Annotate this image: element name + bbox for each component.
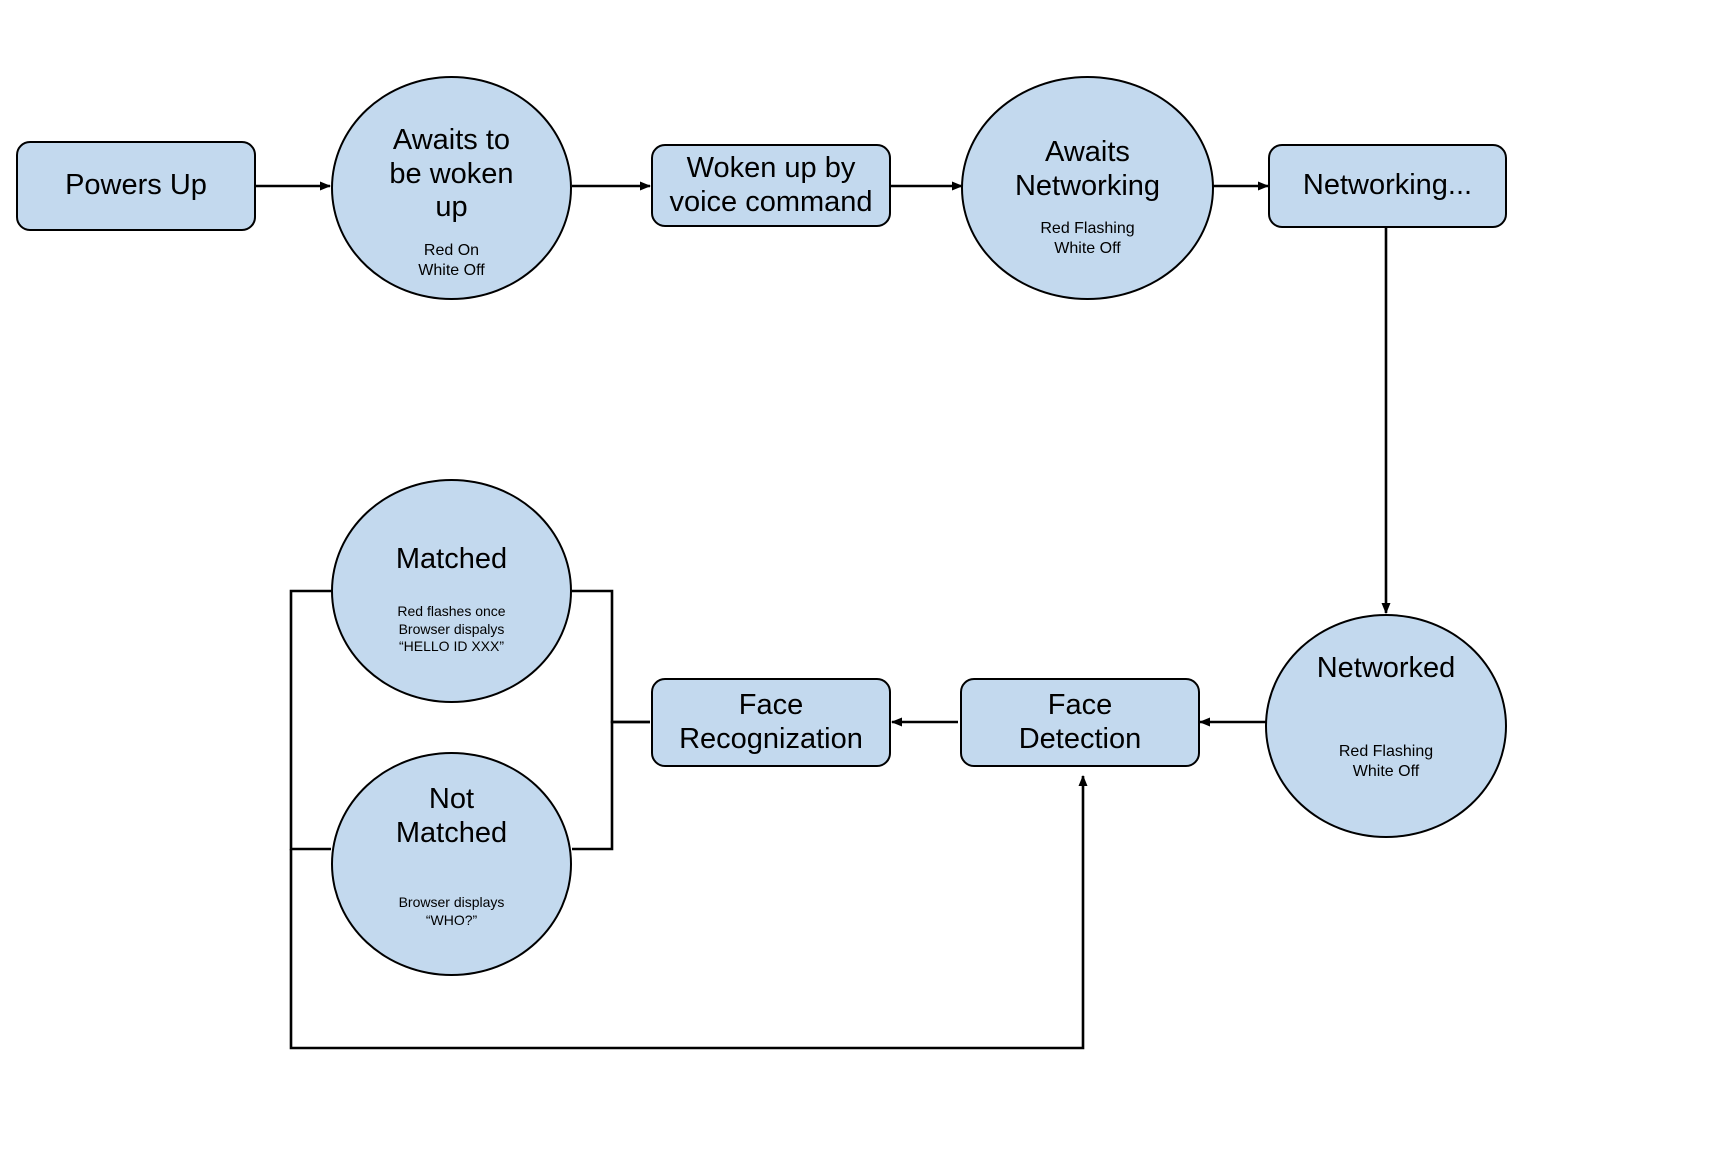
node-networking[interactable]: Networking...: [1268, 144, 1507, 228]
node-face-recognization-title: Face Recognization: [679, 688, 863, 755]
node-networked[interactable]: Networked Red Flashing White Off: [1265, 614, 1507, 838]
node-networked-sub: Red Flashing White Off: [1338, 742, 1434, 780]
node-powers-up[interactable]: Powers Up: [16, 141, 256, 231]
node-awaits-woken[interactable]: Awaits to be woken up Red On White Off: [331, 76, 572, 300]
node-awaits-networking[interactable]: Awaits Networking Red Flashing White Off: [961, 76, 1214, 300]
node-powers-up-title: Powers Up: [65, 169, 207, 202]
edge-matched-left-bracket: [289, 589, 331, 851]
node-face-recognization[interactable]: Face Recognization: [651, 678, 891, 767]
node-not-matched-title: Not Matched: [395, 783, 508, 849]
node-not-matched-sub: Browser displays “WHO?”: [398, 894, 505, 929]
node-awaits-networking-title: Awaits Networking: [1014, 136, 1161, 202]
edge-face-recognization-to-matched: [572, 589, 650, 724]
node-woken-voice[interactable]: Woken up by voice command: [651, 144, 891, 227]
node-networked-title: Networked: [1316, 652, 1456, 684]
node-face-detection[interactable]: Face Detection: [960, 678, 1200, 767]
node-matched[interactable]: Matched Red flashes once Browser dispaly…: [331, 479, 572, 703]
node-face-detection-title: Face Detection: [1018, 688, 1142, 755]
node-awaits-woken-sub: Red On White Off: [418, 241, 485, 279]
node-awaits-woken-title: Awaits to be woken up: [389, 124, 514, 224]
node-woken-voice-title: Woken up by voice command: [669, 151, 873, 218]
node-matched-sub: Red flashes once Browser dispalys “HELLO…: [397, 602, 506, 655]
edge-face-recognization-to-not-matched: [572, 720, 650, 851]
node-matched-title: Matched: [395, 543, 508, 575]
node-awaits-networking-sub: Red Flashing White Off: [1040, 220, 1135, 258]
node-networking-title: Networking...: [1302, 169, 1473, 202]
node-not-matched[interactable]: Not Matched Browser displays “WHO?”: [331, 752, 572, 976]
